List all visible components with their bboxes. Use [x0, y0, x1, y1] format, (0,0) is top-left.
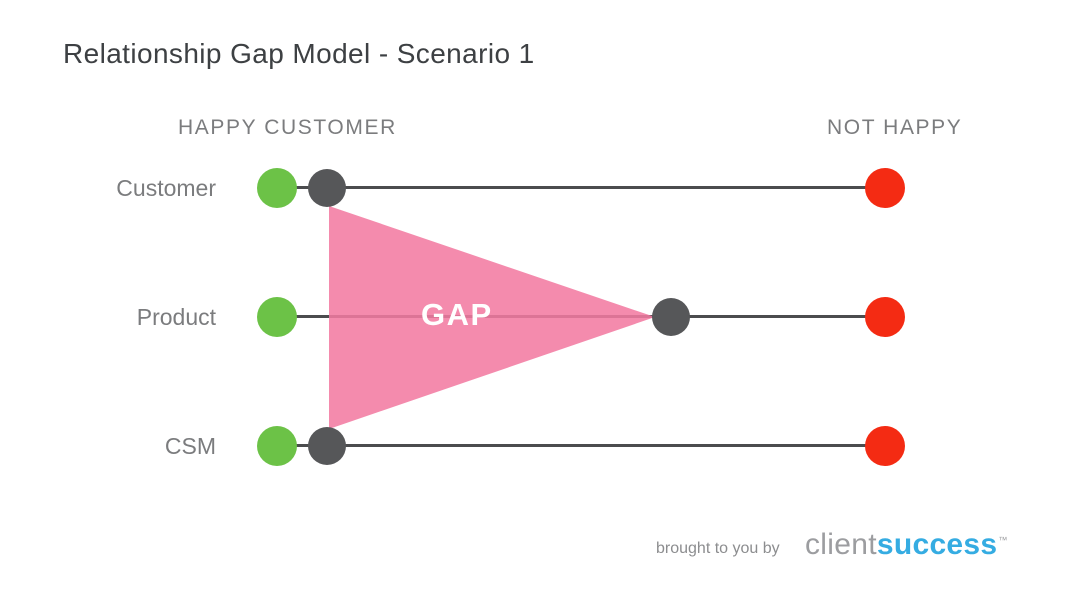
not-happy-dot-product: [865, 297, 905, 337]
track-line-customer: [277, 186, 885, 189]
row-label-customer: Customer: [116, 175, 216, 201]
track-line-csm: [277, 444, 885, 447]
row-label-product: Product: [136, 304, 216, 330]
happy-dot-product: [257, 297, 297, 337]
logo-trademark-symbol: ™: [998, 535, 1008, 545]
logo-text-success: success: [876, 528, 998, 561]
page-title: Relationship Gap Model - Scenario 1: [63, 38, 535, 69]
not-happy-dot-csm: [865, 426, 905, 466]
position-dot-customer: [308, 169, 346, 207]
position-dot-product: [652, 298, 690, 336]
clientsuccess-logo: clientsuccess™: [805, 528, 1008, 562]
happy-dot-csm: [257, 426, 297, 466]
footer-caption: brought to you by: [656, 540, 780, 557]
logo-text-client: client: [805, 528, 877, 561]
happy-dot-customer: [257, 168, 297, 208]
row-label-csm: CSM: [164, 433, 216, 459]
column-header-not-happy: NOT HAPPY: [827, 116, 963, 139]
position-dot-csm: [308, 427, 346, 465]
gap-label: GAP: [421, 297, 493, 332]
not-happy-dot-customer: [865, 168, 905, 208]
column-header-happy-customer: HAPPY CUSTOMER: [178, 116, 397, 139]
